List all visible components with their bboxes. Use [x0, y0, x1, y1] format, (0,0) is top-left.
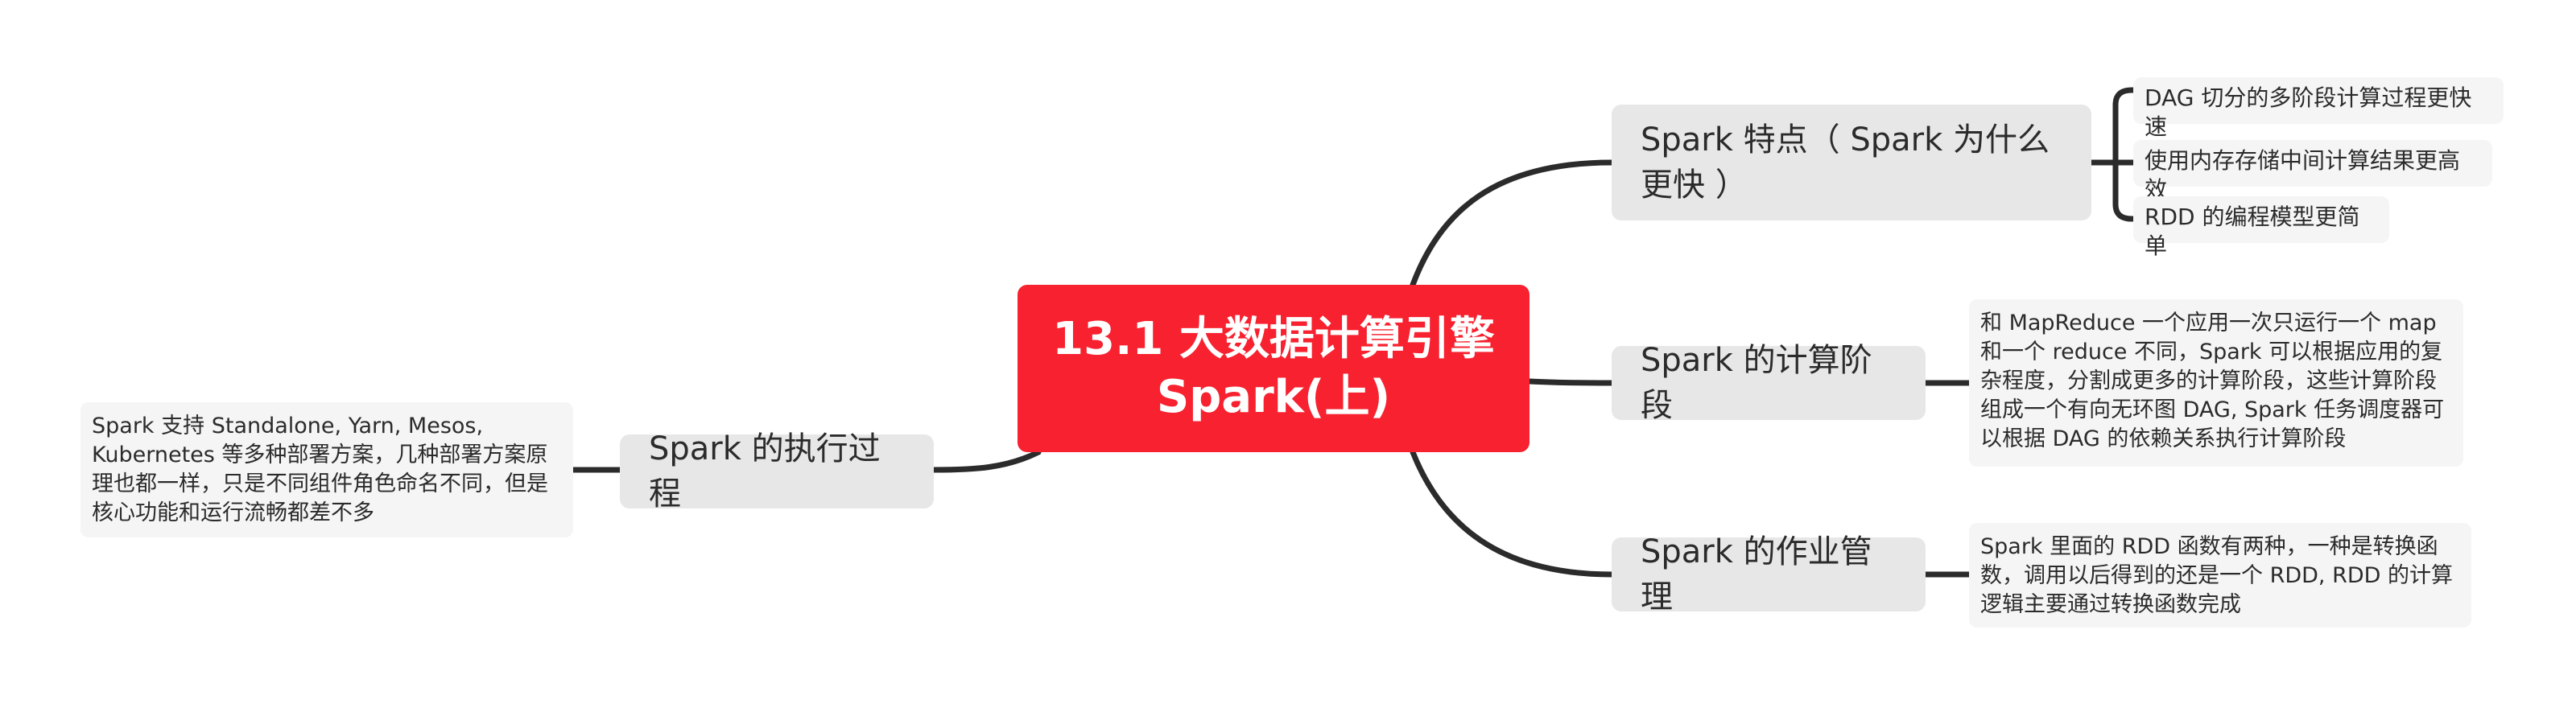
root-title-line2: Spark(上) [1156, 371, 1391, 423]
connector-root-jobs [1410, 449, 1615, 578]
branch-spark-features-label: Spark 特点（ Spark 为什么更快 ） [1641, 121, 2050, 204]
note-spark-jobs[interactable]: Spark 里面的 RDD 函数有两种，一种是转换函数，调用以后得到的还是一个 … [1969, 523, 2471, 628]
connector-root-features [1410, 159, 1615, 288]
branch-spark-jobs[interactable]: Spark 的作业管理 [1612, 533, 1926, 615]
note-spark-execution[interactable]: Spark 支持 Standalone, Yarn, Mesos, Kubern… [80, 402, 573, 537]
leaf-rdd-simple-label: RDD 的编程模型更简单 [2145, 204, 2360, 259]
branch-spark-stages-label: Spark 的计算阶段 [1641, 342, 1872, 424]
connector-root-execution [931, 449, 1042, 473]
branch-spark-jobs-label: Spark 的作业管理 [1641, 533, 1872, 615]
leaf-dag-stages-fast-label: DAG 切分的多阶段计算过程更快速 [2145, 84, 2472, 140]
connector-root-stages [1526, 378, 1615, 386]
note-spark-jobs-text: Spark 里面的 RDD 函数有两种，一种是转换函数，调用以后得到的还是一个 … [1980, 534, 2454, 617]
leaf-rdd-simple[interactable]: RDD 的编程模型更简单 [2133, 196, 2389, 259]
note-spark-execution-text: Spark 支持 Standalone, Yarn, Mesos, Kubern… [92, 414, 548, 525]
note-spark-stages[interactable]: 和 MapReduce 一个应用一次只运行一个 map 和一个 reduce 不… [1969, 299, 2463, 467]
branch-spark-features[interactable]: Spark 特点（ Spark 为什么更快 ） [1612, 105, 2091, 220]
leaf-memory-efficient[interactable]: 使用内存存储中间计算结果更高效 [2133, 140, 2492, 203]
root-topic[interactable]: 13.1 大数据计算引擎 Spark(上) [1018, 285, 1530, 452]
root-title-line1: 13.1 大数据计算引擎 [1052, 313, 1495, 365]
branch-spark-execution-label: Spark 的执行过程 [649, 430, 881, 512]
leaf-memory-efficient-label: 使用内存存储中间计算结果更高效 [2145, 147, 2461, 203]
leaf-dag-stages-fast[interactable]: DAG 切分的多阶段计算过程更快速 [2133, 77, 2504, 140]
branch-spark-stages[interactable]: Spark 的计算阶段 [1612, 342, 1926, 424]
connector-features-bracket [2088, 87, 2136, 222]
branch-spark-execution[interactable]: Spark 的执行过程 [620, 430, 934, 512]
note-spark-stages-text: 和 MapReduce 一个应用一次只运行一个 map 和一个 reduce 不… [1980, 311, 2445, 451]
